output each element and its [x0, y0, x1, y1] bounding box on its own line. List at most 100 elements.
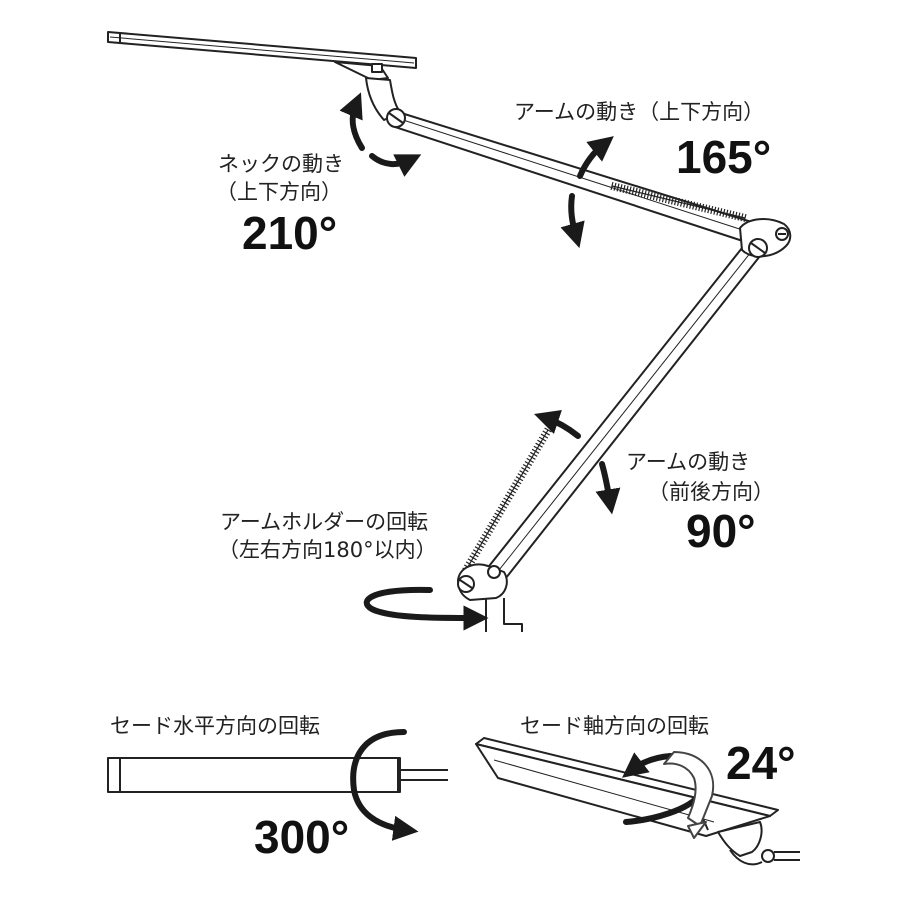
spring-coil	[537, 439, 545, 445]
spring-coil	[710, 205, 714, 215]
spring-coil	[631, 187, 635, 196]
arm-vertical-arrows	[560, 136, 614, 249]
shade-horizontal-title: セード水平方向の回転	[110, 714, 320, 738]
spring-coil	[743, 213, 747, 223]
holder-title: アームホルダーの回転	[220, 510, 429, 534]
spring-coil	[658, 193, 662, 202]
spring-coil	[478, 540, 486, 546]
spring-coil	[740, 213, 744, 222]
spring-coil	[490, 518, 499, 524]
spring-coil	[670, 196, 674, 205]
spring-coil	[731, 211, 735, 220]
lamp-shade	[107, 31, 417, 81]
arm-forward-direction: （前後方向）	[648, 480, 774, 504]
spring-coil	[488, 521, 497, 527]
spring-coil	[643, 189, 647, 199]
spring-coil	[610, 181, 614, 191]
spring-coil	[689, 200, 693, 209]
spring-coil	[673, 197, 677, 206]
spring-coil	[613, 182, 617, 191]
spring-coil	[529, 451, 538, 457]
spring-coil	[535, 442, 543, 448]
spring-coil	[652, 192, 656, 201]
spring-coil	[474, 546, 483, 552]
spring-coil	[521, 467, 529, 473]
upper-spring	[610, 181, 747, 223]
spring-coil	[531, 448, 540, 454]
spring-coil	[625, 185, 629, 194]
spring-coil	[512, 482, 520, 488]
spring-coil	[680, 198, 684, 207]
shade-horizontal-angle: 300°	[254, 811, 350, 863]
spring-coil	[722, 208, 726, 217]
holder-direction: （左右方向180°以内）	[218, 538, 437, 562]
spring-coil	[492, 515, 501, 521]
spring-coil	[483, 530, 492, 537]
shade-axis-arrow-ghost	[663, 751, 715, 839]
spring-coil	[713, 206, 717, 215]
spring-coil	[467, 558, 476, 564]
spring-coil	[698, 203, 702, 212]
spring-coil	[692, 201, 696, 210]
spring-coil	[517, 473, 526, 479]
spring-coil	[487, 524, 495, 530]
spring-coil	[634, 187, 638, 196]
spring-coil	[485, 527, 493, 533]
arm-forward-arrows	[534, 410, 621, 515]
spring-coil	[637, 188, 641, 197]
spring-coil	[472, 549, 481, 555]
spring-coil	[737, 212, 741, 221]
spring-coil	[616, 183, 620, 192]
shade-axis-angle: 24°	[726, 737, 796, 789]
spring-coil	[501, 500, 509, 506]
spring-coil	[476, 543, 485, 549]
spring-coil	[683, 199, 687, 208]
spring-coil	[496, 509, 504, 515]
spring-coil	[528, 454, 536, 460]
base-holder	[457, 563, 523, 632]
spring-coil	[704, 204, 708, 213]
spring-coil	[499, 503, 508, 509]
spring-coil	[701, 203, 705, 212]
spring-coil	[619, 184, 623, 193]
neck-title: ネックの動き	[218, 152, 344, 176]
spring-coil	[542, 430, 550, 436]
neck-angle: 210°	[242, 207, 338, 259]
elbow-joint	[738, 218, 792, 258]
spring-coil	[480, 537, 488, 543]
spring-coil	[508, 488, 517, 494]
holder-rotation-arrow	[363, 586, 489, 631]
spring-coil	[497, 506, 506, 512]
spring-coil	[540, 433, 549, 439]
spring-coil	[469, 555, 477, 561]
shade-axis-title: セード軸方向の回転	[520, 714, 709, 738]
spring-coil	[503, 497, 511, 503]
arm-vertical-title: アームの動き（上下方向）	[514, 100, 765, 124]
spring-coil	[686, 200, 690, 209]
spring-coil	[695, 202, 699, 211]
spring-coil	[494, 512, 502, 518]
spring-coil	[526, 457, 534, 463]
spring-coil	[538, 436, 547, 442]
spring-coil	[481, 533, 490, 540]
spring-coil	[522, 463, 531, 470]
spring-coil	[707, 205, 711, 214]
spring-coil	[649, 191, 653, 200]
spring-coil	[676, 197, 681, 207]
neck-joint	[386, 108, 406, 128]
spring-coil	[664, 195, 668, 204]
neck-rotation-arrows	[339, 92, 422, 177]
spring-coil	[646, 190, 650, 199]
spring-coil	[728, 210, 732, 219]
spring-coil	[628, 186, 632, 195]
spring-coil	[661, 194, 665, 203]
spring-coil	[725, 209, 729, 218]
arm-vertical-angle: 165°	[676, 131, 772, 183]
shade-side-view	[107, 757, 448, 793]
spring-coil	[524, 460, 533, 467]
spring-coil	[506, 491, 515, 497]
spring-coil	[519, 470, 527, 476]
spring-coil	[734, 211, 738, 220]
